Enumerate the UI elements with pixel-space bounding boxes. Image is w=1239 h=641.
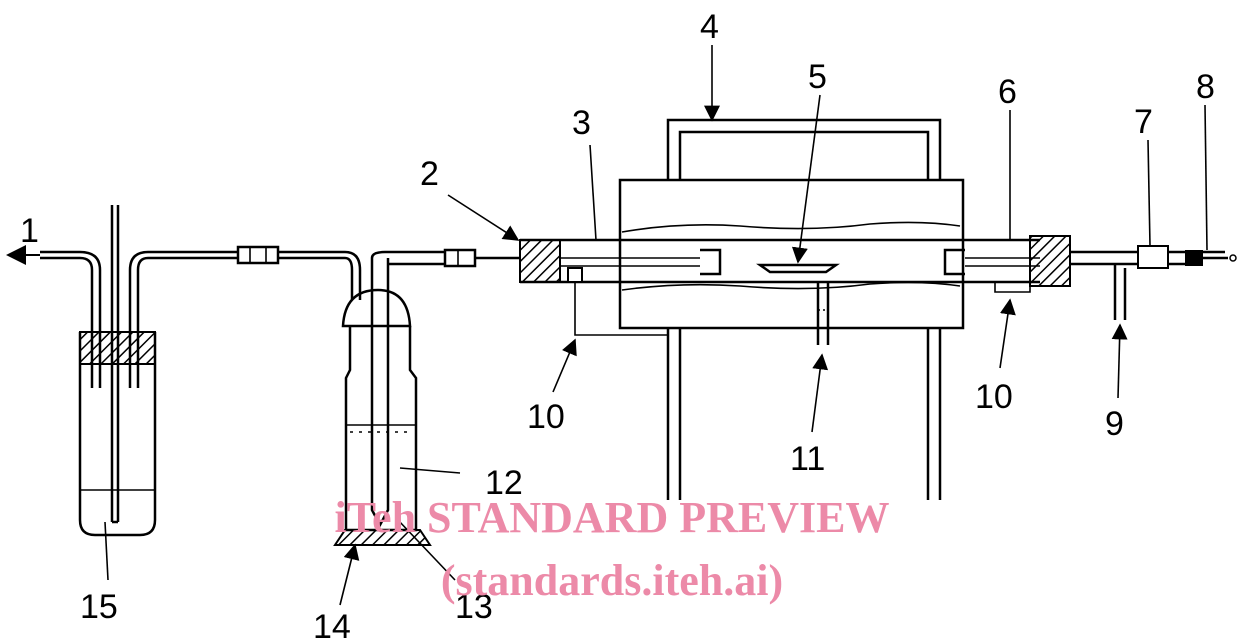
watermark-line-1: iTeh STANDARD PREVIEW [335, 493, 890, 542]
gas-washing-bottle [333, 250, 445, 546]
label-12: 12 [485, 464, 523, 502]
tube-coupling-1 [236, 245, 280, 265]
label-14: 14 [313, 608, 351, 641]
label-8: 8 [1196, 68, 1215, 106]
label-5: 5 [808, 58, 827, 96]
watermark-line-2: (standards.iteh.ai) [441, 556, 783, 605]
label-7: 7 [1134, 103, 1153, 141]
label-4: 4 [700, 8, 719, 46]
leader-lines [104, 45, 1208, 606]
watermark: iTeh STANDARD PREVIEW (standards.iteh.ai… [335, 493, 890, 605]
label-10-left: 10 [527, 398, 565, 436]
label-15: 15 [80, 588, 118, 626]
tube-furnace [618, 118, 965, 500]
label-11: 11 [790, 440, 825, 478]
label-10-right: 10 [975, 378, 1013, 416]
label-2: 2 [420, 155, 439, 193]
label-3: 3 [572, 104, 591, 142]
label-1: 1 [20, 212, 39, 250]
tube-stopper-left [519, 239, 561, 283]
bottle-base [333, 529, 432, 546]
tube-stopper-right [1029, 235, 1071, 287]
absorber-bottle [6, 205, 345, 537]
tube-coupling-2 [443, 248, 520, 268]
label-9: 9 [1105, 405, 1124, 443]
label-6: 6 [998, 73, 1017, 111]
label-13: 13 [455, 588, 493, 626]
combustion-boat [756, 263, 840, 274]
callout-labels: 1 2 3 4 5 6 7 8 9 10 10 11 12 13 14 15 [20, 8, 1215, 641]
combustion-tube [519, 235, 1237, 345]
